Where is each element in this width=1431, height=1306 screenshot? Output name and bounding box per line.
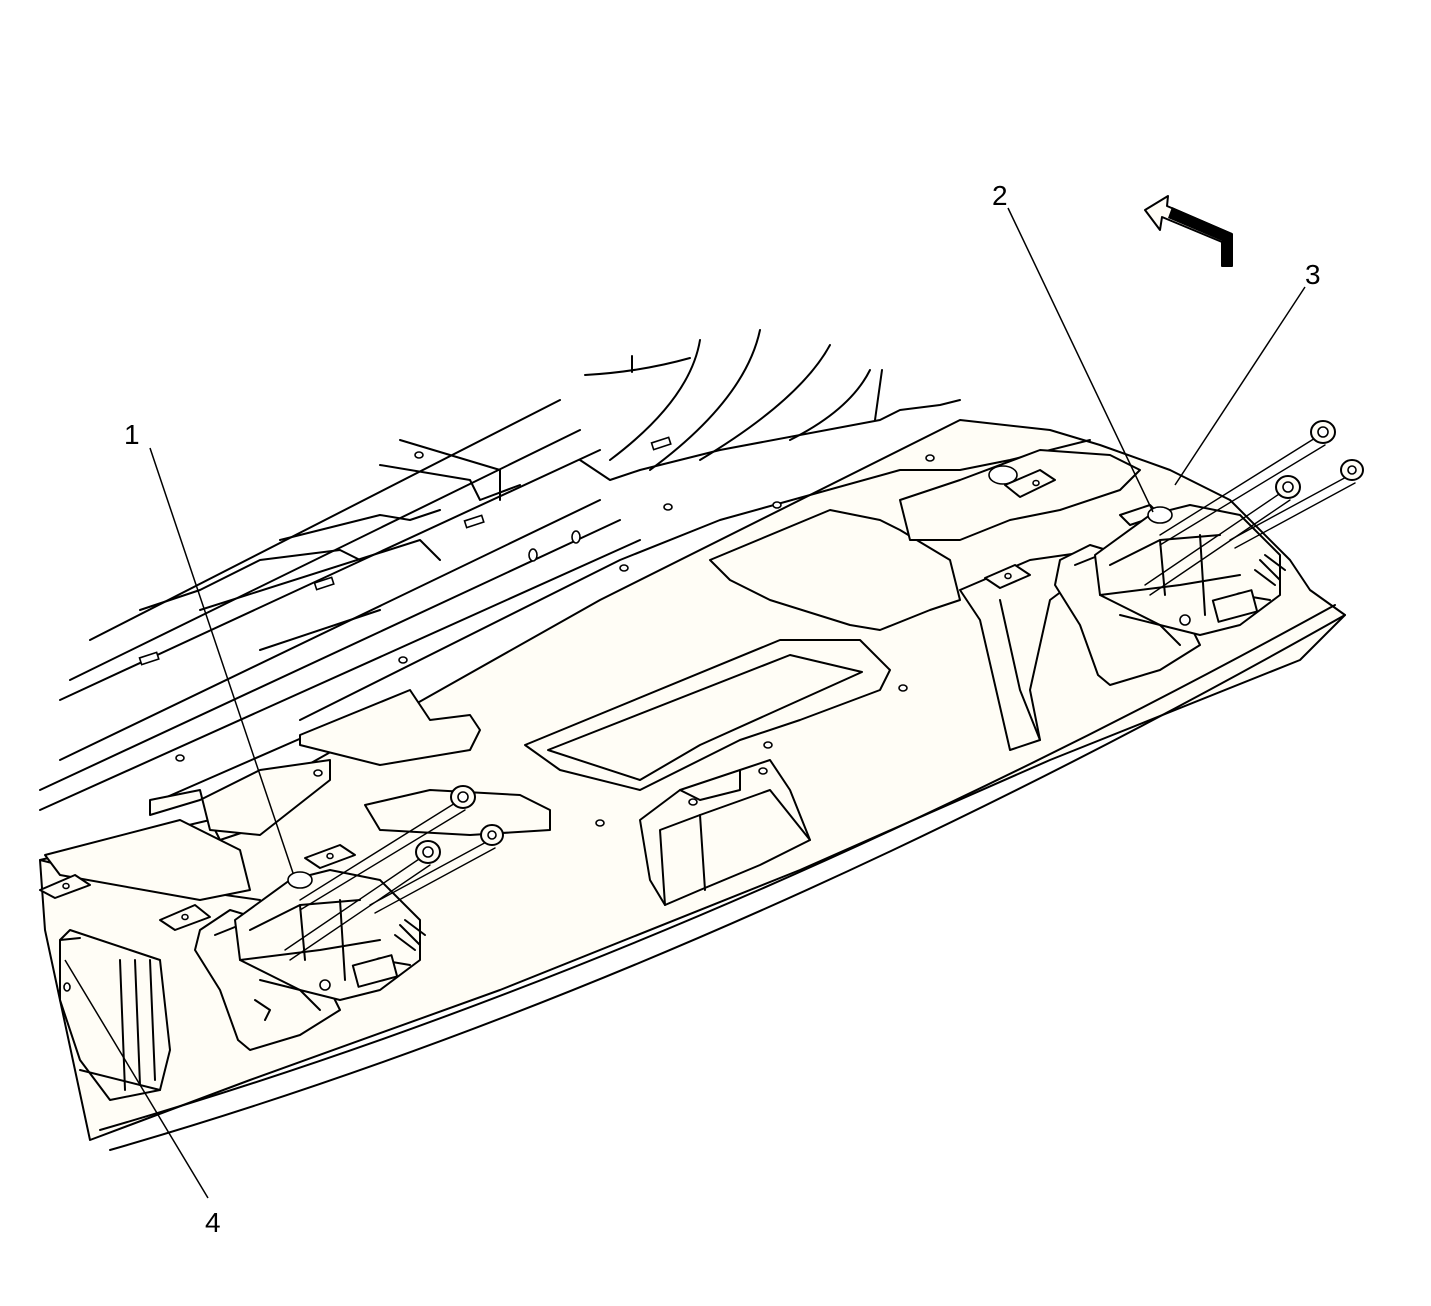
callout-3: 3 [1305, 259, 1321, 290]
direction-arrow-icon [1144, 195, 1233, 267]
callout-2: 2 [992, 180, 1008, 211]
leader-lines [64, 207, 1306, 1199]
mounting-pads [39, 469, 1161, 931]
callout-1: 1 [124, 419, 140, 450]
left-latch-assembly [194, 785, 504, 1051]
rear-structure [39, 329, 883, 811]
left-latch-bolts [284, 785, 504, 961]
callout-4: 4 [205, 1207, 221, 1238]
right-latch-bolts [1144, 420, 1364, 596]
right-latch-assembly [1054, 420, 1364, 686]
